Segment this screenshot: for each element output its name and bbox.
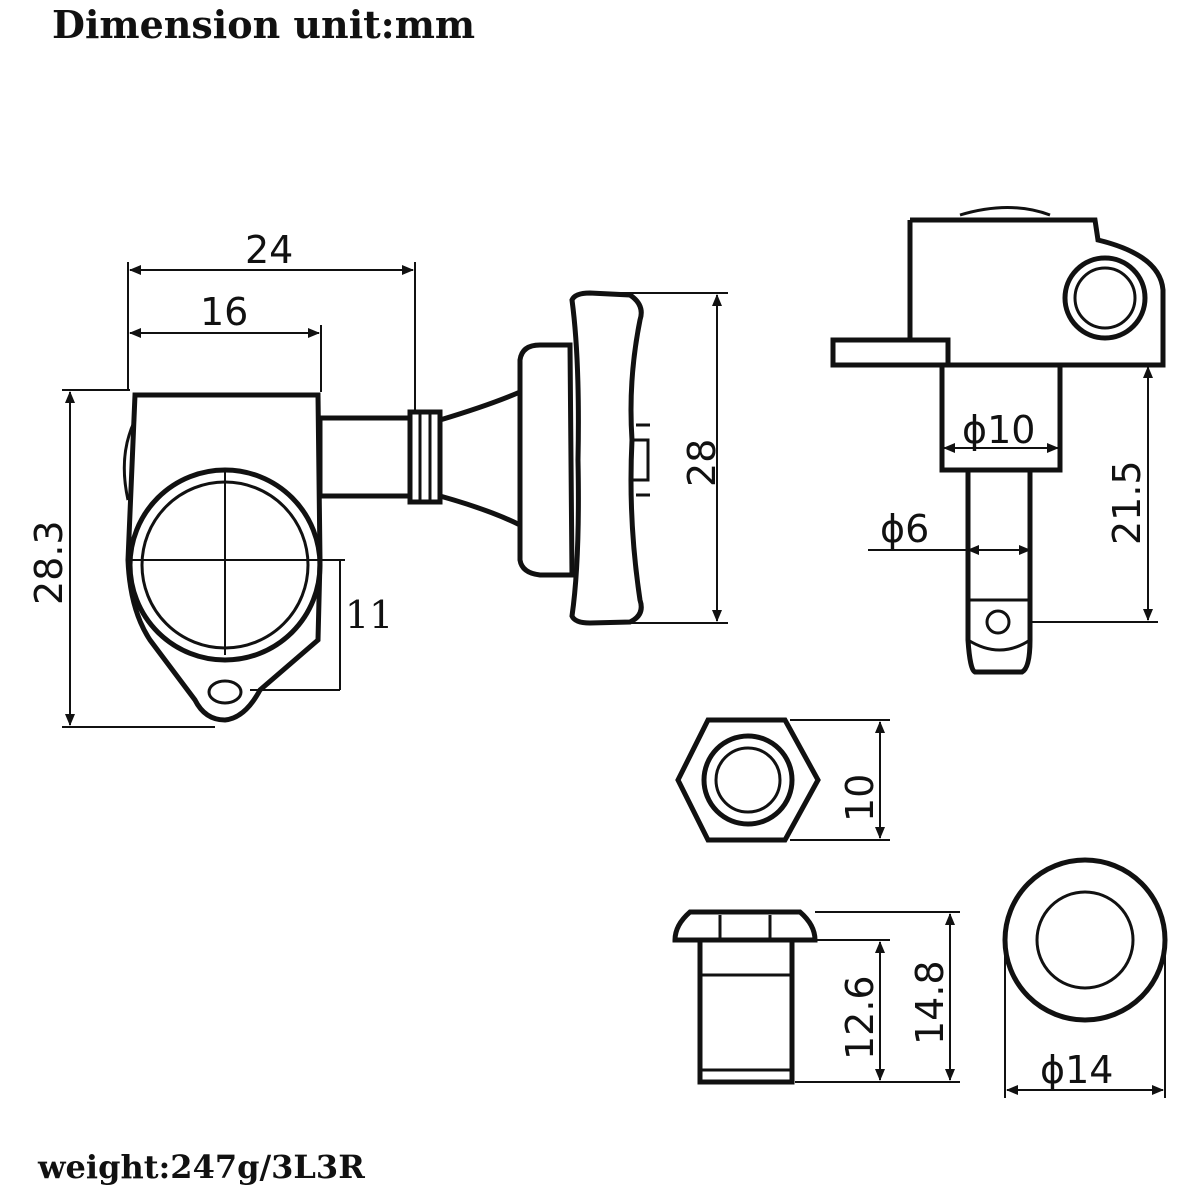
dim-label-phi14: ϕ14	[1040, 1048, 1113, 1092]
dim-label-phi6: ϕ6	[880, 507, 929, 551]
dim-label-24: 24	[245, 228, 293, 272]
dim-bushing-14-8: 14.8	[815, 911, 960, 1081]
weight-note: weight:247g/3L3R	[38, 1148, 365, 1186]
tuner-side-view	[122, 290, 650, 723]
dim-label-nut-10: 10	[838, 774, 882, 822]
hex-nut	[675, 717, 821, 843]
dim-label-16: 16	[200, 290, 248, 334]
washer	[1002, 857, 1168, 1098]
dim-width-24: 24	[127, 228, 416, 410]
mounting-hole	[207, 679, 243, 705]
dim-label-14-8: 14.8	[908, 960, 952, 1045]
dim-label-phi10: ϕ10	[962, 408, 1035, 452]
bushing-side	[672, 909, 818, 1085]
dim-label-11: 11	[345, 593, 393, 637]
dimension-unit-title: Dimension unit:mm	[52, 2, 476, 47]
dim-width-16: 16	[129, 290, 322, 392]
dim-post-21-5: 21.5	[1030, 364, 1158, 623]
dim-label-12-6: 12.6	[838, 975, 882, 1060]
dim-label-21-5: 21.5	[1105, 460, 1149, 545]
tuner-front-view	[830, 206, 1166, 675]
dim-post-6: ϕ6	[868, 507, 1031, 555]
dim-height-28-3: 28.3	[27, 389, 215, 728]
dim-washer-14: ϕ14	[1006, 1048, 1164, 1095]
dim-bushing-12-6: 12.6	[795, 939, 960, 1083]
dim-offset-11: 11	[250, 560, 393, 691]
dim-nut-10: 10	[790, 719, 890, 841]
dim-button-28: 28	[600, 292, 728, 624]
dim-bushing-10: ϕ10	[943, 408, 1059, 453]
dim-label-28-3: 28.3	[27, 520, 71, 605]
dim-label-28: 28	[680, 439, 724, 487]
